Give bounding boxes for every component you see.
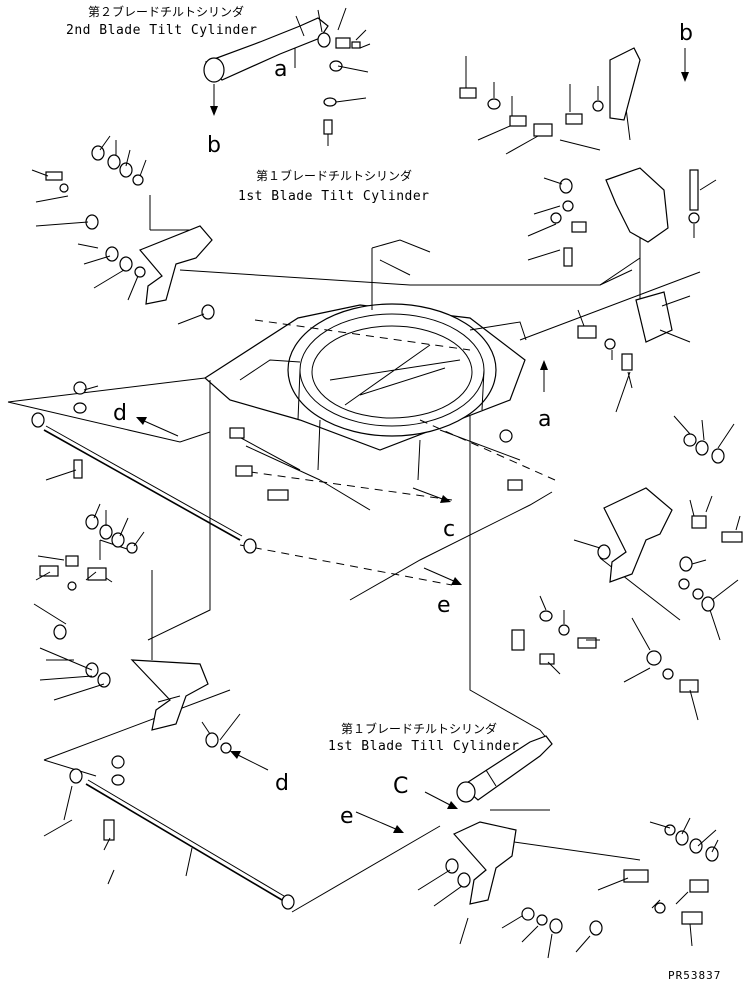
callout-a-top: a <box>274 57 287 82</box>
callout-c-bottom: C <box>393 774 408 799</box>
2nd-blade-tilt-cylinder <box>203 15 329 83</box>
label-1st-cylinder-bottom-en: 1st Blade Till Cylinder <box>328 739 520 754</box>
callout-c-mid: c <box>443 517 455 542</box>
dashed-lines <box>235 319 556 586</box>
1st-blade-tilt-cylinder-bottom <box>456 735 553 803</box>
label-1st-cylinder-top-jp: 第１ブレードチルトシリンダ <box>256 168 412 183</box>
label-2nd-cylinder-jp: 第２ブレードチルトシリンダ <box>88 4 244 19</box>
label-2nd-cylinder-en: 2nd Blade Tilt Cylinder <box>66 23 258 38</box>
callout-e-mid: e <box>437 593 451 618</box>
drawing-code: PR53837 <box>668 969 721 982</box>
label-1st-cylinder-top-en: 1st Blade Tilt Cylinder <box>238 189 430 204</box>
arrow-d-left <box>136 417 179 437</box>
tie-rod-upper <box>43 425 243 541</box>
arrow-a-mid <box>540 360 548 392</box>
fasteners <box>31 32 743 936</box>
arrow-e-mid <box>423 567 462 585</box>
arrow-b-top-left <box>210 84 218 116</box>
bracket-top-left <box>139 225 213 305</box>
arrow-c-bottom <box>424 791 458 809</box>
bracket-bottom <box>453 821 517 905</box>
bracket-top-right <box>605 47 673 343</box>
circle-frame <box>204 303 527 511</box>
callout-d-bottom: d <box>275 771 289 796</box>
bracket-right <box>603 487 673 583</box>
callout-e-bottom: e <box>340 804 354 829</box>
tie-rod-lower <box>85 779 285 901</box>
bracket-left-middle <box>130 659 209 731</box>
label-1st-cylinder-bottom-jp: 第１ブレードチルトシリンダ <box>341 721 497 736</box>
reference-leaders <box>31 7 741 959</box>
callout-a-mid: a <box>538 407 551 432</box>
callout-d-left: d <box>113 401 127 426</box>
arrow-b-top-right <box>681 48 689 82</box>
arrow-d-bottom <box>230 751 269 771</box>
callout-b-top-left: b <box>207 133 221 158</box>
callout-b-top-right: b <box>679 21 693 46</box>
arrow-e-bottom <box>355 811 404 833</box>
